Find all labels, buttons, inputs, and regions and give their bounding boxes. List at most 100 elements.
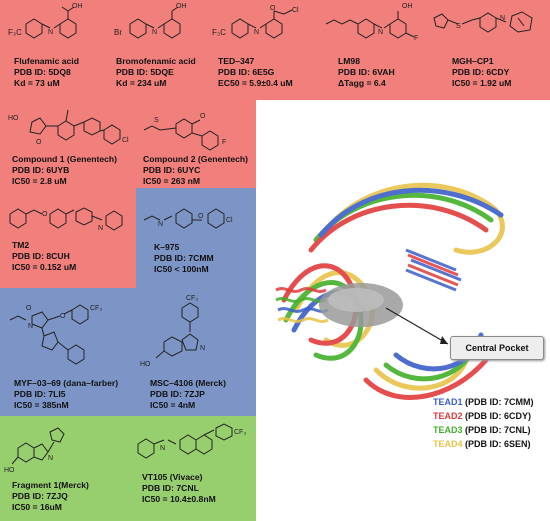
card-mghcp1: MGH–CP1 PDB ID: 6CDY IC50 = 1.92 uM bbox=[452, 56, 511, 89]
k975-pdb: PDB ID: 7CMM bbox=[154, 253, 214, 263]
atom-n: N bbox=[28, 323, 33, 330]
tm2-value: IC50 = 0.152 uM bbox=[12, 262, 77, 272]
ted347-pdb: PDB ID: 6E5G bbox=[218, 67, 275, 77]
atom-cf3b: CF₃ bbox=[234, 429, 246, 436]
vt105-pdb: PDB ID: 7CNL bbox=[142, 483, 199, 493]
blue-panel-k975 bbox=[136, 188, 256, 288]
fragment1-value: IC50 = 16uM bbox=[12, 502, 62, 512]
atom-nh: N bbox=[48, 29, 53, 36]
vt105-svg: N CF₃ bbox=[137, 423, 246, 459]
blue-panel-bottom bbox=[0, 288, 256, 416]
atom-nh: N bbox=[158, 221, 163, 228]
vt105-value: IC50 = 10.4±0.8nM bbox=[142, 494, 216, 504]
atom-cl: Cl bbox=[226, 217, 233, 224]
msc4106-value: IC50 = 4nM bbox=[150, 400, 196, 410]
legend-tead2-name: TEAD2 bbox=[433, 411, 463, 421]
atom-ho: HO bbox=[4, 467, 15, 474]
legend-tead3-pdb: (PDB ID: 7CNL) bbox=[462, 425, 531, 435]
lm98-name: LM98 bbox=[338, 56, 360, 66]
card-myf0369: MYF–03–69 (dana–farber) PDB ID: 7LI5 IC5… bbox=[14, 378, 118, 411]
callout-arrow bbox=[385, 307, 449, 345]
card-tm2: TM2 PDB ID: 8CUH IC50 = 0.152 uM bbox=[12, 240, 76, 273]
compound2-structure: S O F bbox=[140, 100, 256, 160]
tm2-pdb: PDB ID: 8CUH bbox=[12, 251, 70, 261]
legend-item-tead4: TEAD4 (PDB ID: 6SEN) bbox=[433, 437, 534, 451]
card-msc4106: MSC–4106 (Merck) PDB ID: 7ZJP IC50 = 4nM bbox=[150, 378, 226, 411]
myf0369-name: MYF–03–69 (dana–farber) bbox=[14, 378, 119, 388]
bromofenamic-value: Kd = 234 uM bbox=[116, 78, 167, 88]
vt105-name: VT105 (Vivace) bbox=[142, 472, 203, 482]
flufenamic-svg: F₃C N OH bbox=[8, 3, 83, 39]
tm2-structure: O N bbox=[6, 192, 136, 242]
card-vt105: VT105 (Vivace) PDB ID: 7CNL IC50 = 10.4±… bbox=[142, 472, 216, 505]
atom-cf3b: CF₃ bbox=[90, 305, 102, 312]
k975-structure: N O Cl bbox=[140, 192, 256, 242]
compound1-name: Compound 1 (Genentech) bbox=[12, 154, 118, 164]
legend-tead2-pdb: (PDB ID: 6CDY) bbox=[462, 411, 532, 421]
k975-value: IC50 < 100nM bbox=[154, 264, 209, 274]
card-flufenamic: Flufenamic acid PDB ID: 5DQ8 Kd = 73 uM bbox=[14, 56, 79, 89]
atom-oh: OH bbox=[72, 3, 83, 10]
atom-o: O bbox=[270, 5, 276, 12]
atom-f: F bbox=[414, 35, 418, 42]
flufenamic-pdb: PDB ID: 5DQ8 bbox=[14, 67, 71, 77]
atom-nh: N bbox=[254, 29, 259, 36]
bromofenamic-name: Bromofenamic acid bbox=[116, 56, 196, 66]
lm98-value: ΔTagg = 6.4 bbox=[338, 78, 386, 88]
flufenamic-name: Flufenamic acid bbox=[14, 56, 79, 66]
legend-tead1-pdb: (PDB ID: 7CMM) bbox=[462, 397, 534, 407]
atom-f: F bbox=[222, 139, 226, 146]
fragment1-pdb: PDB ID: 7ZJQ bbox=[12, 491, 68, 501]
legend-tead4-name: TEAD4 bbox=[433, 439, 463, 449]
atom-n: N bbox=[48, 455, 53, 462]
fragment1-svg: HO N bbox=[4, 427, 65, 474]
atom-cl: Cl bbox=[292, 7, 299, 14]
compound1-svg: HO O Cl bbox=[8, 109, 129, 146]
atom-o: O bbox=[36, 139, 42, 146]
tead-legend: TEAD1 (PDB ID: 7CMM) TEAD2 (PDB ID: 6CDY… bbox=[433, 395, 534, 451]
flufenamic-value: Kd = 73 uM bbox=[14, 78, 60, 88]
compound2-value: IC50 = 263 nM bbox=[143, 176, 201, 186]
atom-o: O bbox=[26, 305, 32, 312]
bromofenamic-pdb: PDB ID: 5DQE bbox=[116, 67, 174, 77]
atom-br: Br bbox=[114, 28, 122, 37]
atom-n: N bbox=[200, 345, 205, 352]
ted347-name: TED–347 bbox=[218, 56, 255, 66]
ted347-value: EC50 = 5.9±0.4 uM bbox=[218, 78, 293, 88]
card-fragment1: Fragment 1(Merck) PDB ID: 7ZJQ IC50 = 16… bbox=[12, 480, 89, 513]
legend-tead4-pdb: (PDB ID: 6SEN) bbox=[462, 439, 531, 449]
mghcp1-pdb: PDB ID: 6CDY bbox=[452, 67, 510, 77]
atom-nh: N bbox=[378, 29, 383, 36]
card-compound1: Compound 1 (Genentech) PDB ID: 6UYB IC50… bbox=[12, 154, 117, 187]
msc4106-svg: CF₃ HO N bbox=[140, 295, 205, 368]
legend-item-tead2: TEAD2 (PDB ID: 6CDY) bbox=[433, 409, 534, 423]
compound1-value: IC50 = 2.8 uM bbox=[12, 176, 67, 186]
bromofenamic-svg: Br N OH bbox=[114, 3, 187, 39]
myf0369-value: IC50 = 385nM bbox=[14, 400, 69, 410]
k975-svg: N O Cl bbox=[143, 208, 233, 229]
compound1-pdb: PDB ID: 6UYB bbox=[12, 165, 70, 175]
msc4106-pdb: PDB ID: 7ZJP bbox=[150, 389, 205, 399]
tead-protein-structure bbox=[275, 182, 505, 400]
green-panel bbox=[0, 416, 256, 521]
atom-cf3: F₃C bbox=[8, 28, 22, 37]
myf0369-svg: O N O CF₃ bbox=[9, 304, 102, 365]
atom-oh: OH bbox=[402, 3, 413, 10]
tm2-svg: O N bbox=[9, 207, 123, 232]
atom-nh: N bbox=[160, 445, 165, 452]
legend-item-tead1: TEAD1 (PDB ID: 7CMM) bbox=[433, 395, 534, 409]
atom-s: S bbox=[456, 23, 461, 30]
msc4106-structure: CF₃ HO N bbox=[140, 290, 256, 385]
myf0369-structure: O N O CF₃ bbox=[8, 296, 128, 381]
card-ted347: TED–347 PDB ID: 6E5G EC50 = 5.9±0.4 uM bbox=[218, 56, 293, 89]
ted347-svg: F₃C N O Cl bbox=[212, 5, 299, 39]
msc4106-name: MSC–4106 (Merck) bbox=[150, 378, 226, 388]
legend-item-tead3: TEAD3 (PDB ID: 7CNL) bbox=[433, 423, 534, 437]
atom-nh: N bbox=[98, 225, 103, 232]
flufenamic-structure: F₃C N OH bbox=[4, 2, 104, 57]
mghcp1-value: IC50 = 1.92 uM bbox=[452, 78, 512, 88]
compound2-svg: S O F bbox=[143, 113, 226, 151]
central-pocket-callout: Central Pocket bbox=[450, 336, 544, 360]
mghcp1-structure: S N bbox=[428, 2, 548, 57]
atom-o: O bbox=[198, 213, 204, 220]
